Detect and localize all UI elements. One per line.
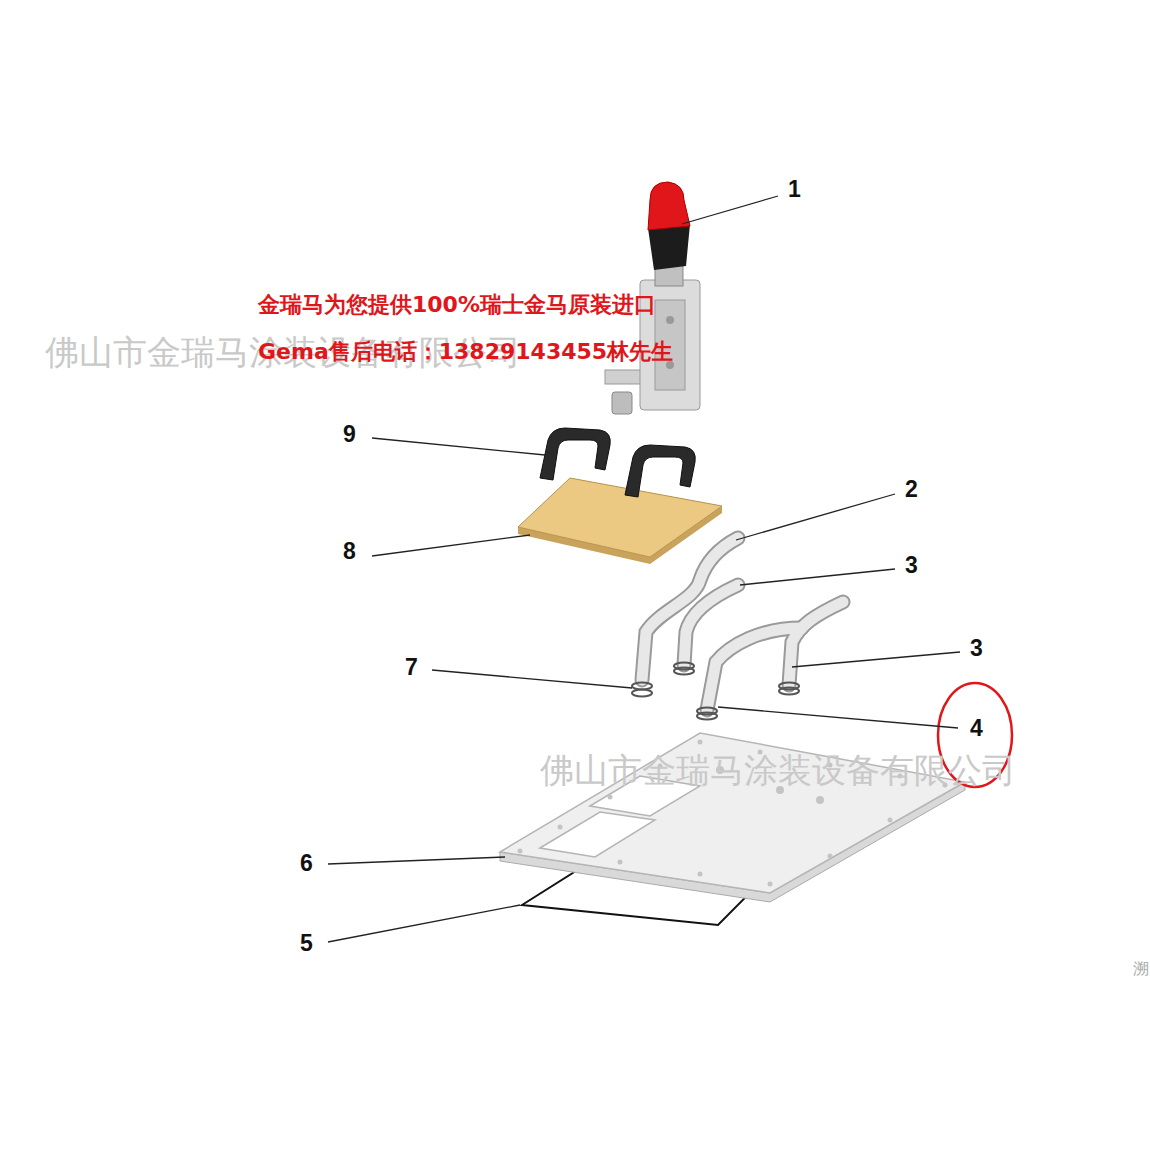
watermark: 佛山市金瑞马涂装设备有限公司 bbox=[540, 751, 1016, 790]
o-rings bbox=[632, 663, 799, 720]
callout-number: 1 bbox=[788, 176, 801, 202]
callout-number: 3 bbox=[970, 635, 983, 661]
callout-number: 7 bbox=[405, 654, 418, 680]
tubes bbox=[642, 538, 843, 710]
callout-number: 3 bbox=[905, 552, 918, 578]
promo-text: Gema售后电话：13829143455林先生 bbox=[258, 339, 673, 364]
callout-number: 4 bbox=[970, 715, 983, 741]
cover-plate bbox=[518, 478, 722, 564]
promo-text: 金瑞马为您提供100%瑞士金马原装进口 bbox=[258, 292, 656, 317]
callout-number: 2 bbox=[905, 476, 918, 502]
callout-number: 8 bbox=[343, 538, 356, 564]
watermark: 溯 bbox=[1133, 960, 1149, 978]
callout-number: 5 bbox=[300, 930, 313, 956]
callout-number: 9 bbox=[343, 421, 356, 447]
handles bbox=[540, 428, 695, 497]
callout-number: 6 bbox=[300, 850, 313, 876]
